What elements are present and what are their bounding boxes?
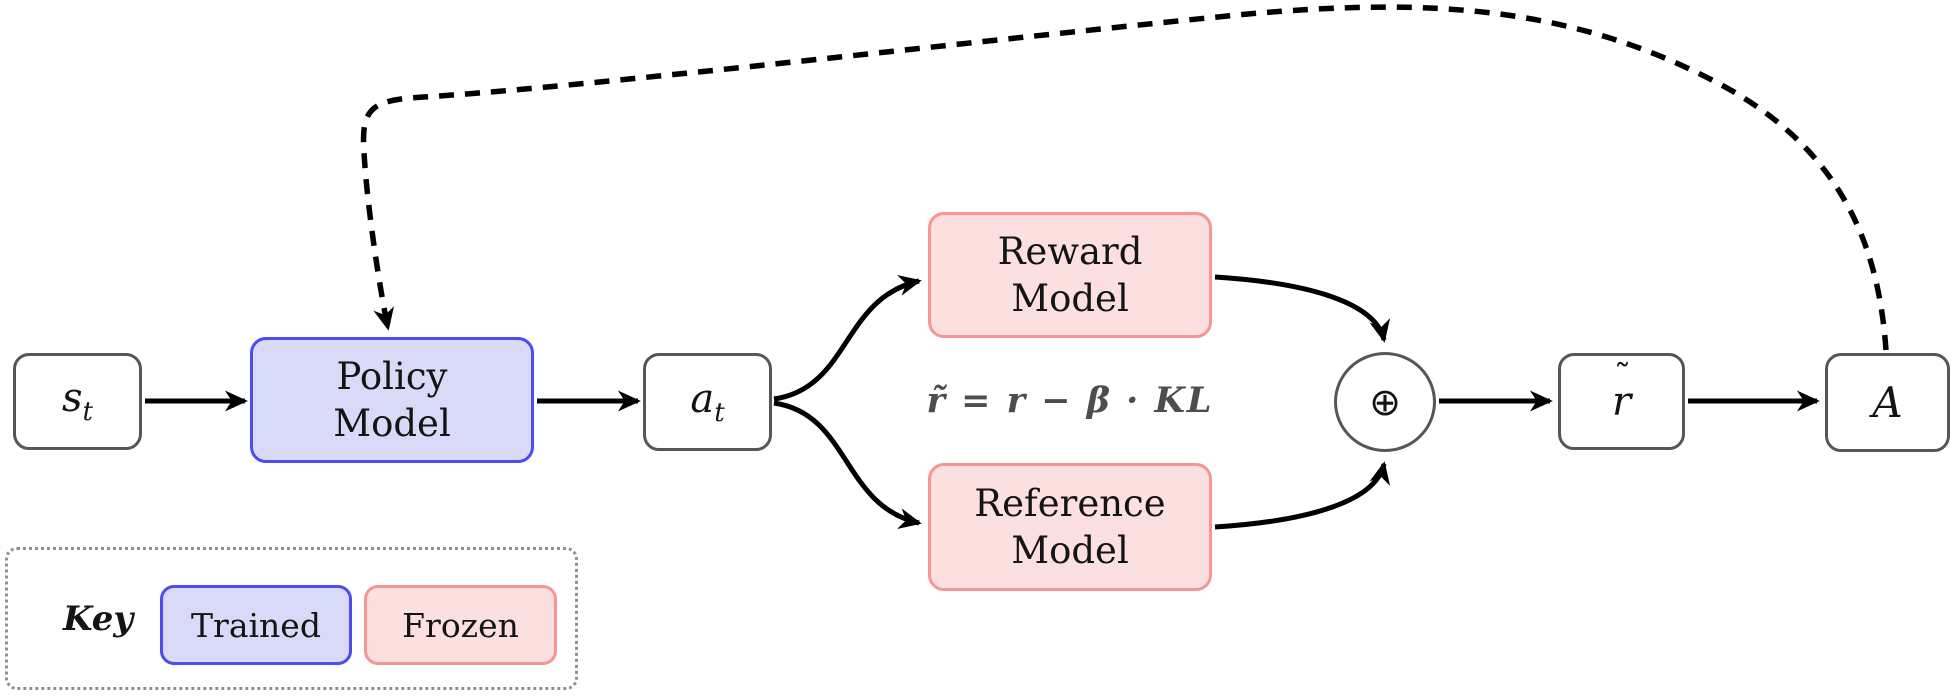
legend-chip-frozen: Frozen	[364, 585, 557, 665]
reference-model-node: Reference Model	[928, 463, 1212, 591]
advantage-label: A	[1872, 377, 1903, 427]
reward-model-node: Reward Model	[928, 212, 1212, 338]
feedback-dashed-arrow	[360, 4, 1889, 351]
reference-model-label: Reference Model	[974, 482, 1166, 572]
state-label: st	[62, 375, 93, 427]
legend-key-title: Key	[63, 598, 134, 639]
policy-model-node: Policy Model	[250, 337, 534, 463]
state-node: st	[13, 353, 142, 450]
action-node: at	[643, 353, 772, 451]
arrow-reference-model-to-sum	[1214, 461, 1391, 530]
arrow-action-to-reference-model	[773, 400, 922, 529]
arrow-action-to-reward-model	[773, 275, 922, 402]
arrow-reward-model-to-sum	[1214, 274, 1391, 343]
action-label: at	[690, 375, 725, 428]
reward-model-label: Reward Model	[997, 230, 1143, 320]
policy-model-label: Policy Model	[333, 355, 451, 445]
advantage-node: A	[1825, 353, 1950, 452]
kl-shaped-reward-formula: r̃ = r − β · KL	[926, 379, 1214, 421]
legend-key-box: Key Trained Frozen	[5, 547, 578, 690]
sum-node: ⊕	[1334, 352, 1436, 452]
legend-chip-trained: Trained	[160, 585, 352, 665]
shaped-reward-node: ˜r	[1558, 353, 1685, 450]
circled-plus-icon: ⊕	[1369, 380, 1401, 424]
shaped-reward-label: ˜r	[1611, 357, 1632, 425]
